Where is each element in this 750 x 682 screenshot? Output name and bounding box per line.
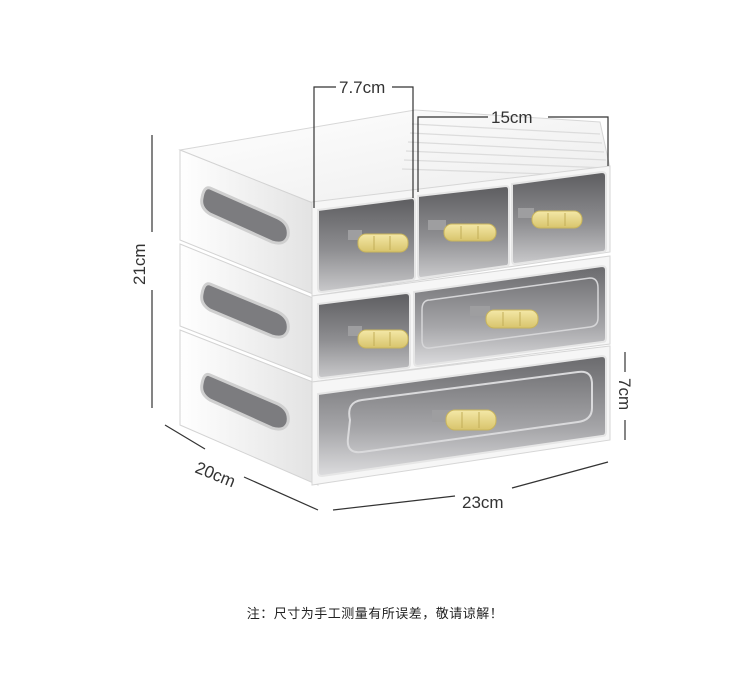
drawer-handles <box>348 208 583 431</box>
handle-bottom <box>432 409 497 431</box>
side-grip-holes <box>200 186 290 431</box>
dim-line-7-7cm <box>313 86 336 208</box>
handle-top-middle <box>428 220 497 242</box>
measurement-disclaimer: 注：尺寸为手工测量有所误差，敬请谅解！ <box>246 607 504 622</box>
handle-top-left <box>348 230 409 253</box>
label-20cm: 20cm <box>193 458 239 491</box>
handle-top-right <box>518 208 583 229</box>
label-23cm: 23cm <box>462 493 504 512</box>
drawer-inner-outline <box>421 277 599 349</box>
label-7-7cm: 7.7cm <box>339 78 385 97</box>
dimension-labels: 7.7cm 15cm 21cm 7cm 20cm 23cm <box>130 78 634 512</box>
handle-middle-left <box>348 326 409 349</box>
handle-middle-right <box>470 306 539 329</box>
label-21cm: 21cm <box>130 243 149 285</box>
dim-line-15cm <box>417 116 488 192</box>
label-7cm: 7cm <box>615 378 634 410</box>
drawer-inner-outline <box>346 370 593 454</box>
label-15cm: 15cm <box>491 108 533 127</box>
dim-line-20cm <box>164 424 206 450</box>
dim-line-23cm <box>332 495 456 511</box>
storage-cabinet <box>178 109 611 486</box>
dimension-lines <box>151 86 626 511</box>
